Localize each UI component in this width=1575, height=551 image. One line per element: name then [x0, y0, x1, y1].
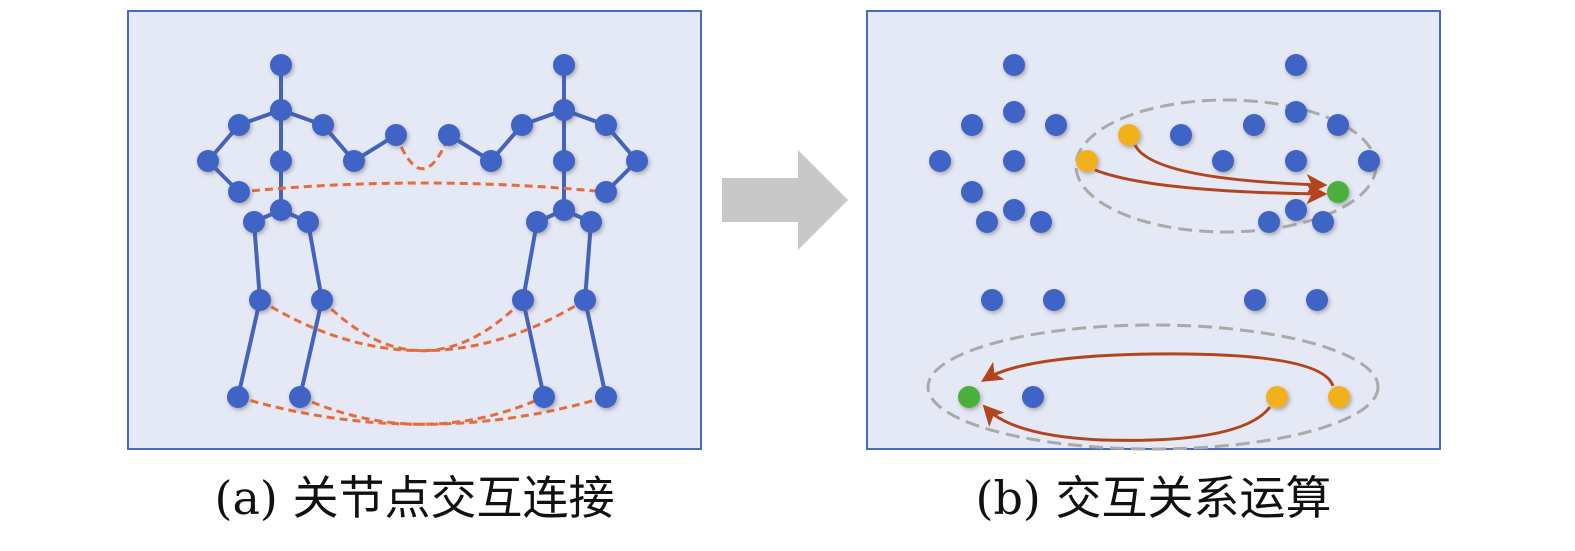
joint-node [512, 289, 534, 311]
query-node [1328, 386, 1350, 408]
joint-node [981, 289, 1003, 311]
joint-node [553, 150, 575, 172]
joint-node [1003, 101, 1025, 123]
joint-node [961, 114, 983, 136]
joint-node [1243, 114, 1265, 136]
joint-node [526, 211, 548, 233]
interaction-link [394, 134, 451, 171]
bone-line [236, 298, 262, 399]
joint-node [553, 199, 575, 221]
joint-node [1043, 289, 1065, 311]
interaction-link [238, 181, 607, 194]
joint-node [438, 124, 460, 146]
joint-node [289, 386, 311, 408]
joint-node [243, 211, 265, 233]
joint-node [1022, 386, 1044, 408]
joint-node [1170, 124, 1192, 146]
joint-node [249, 289, 271, 311]
interaction-link [320, 298, 525, 353]
query-node [1118, 124, 1140, 146]
bone-line [306, 220, 324, 302]
joint-node [228, 114, 250, 136]
group-ellipses [926, 98, 1380, 451]
joint-node [1030, 211, 1052, 233]
joint-node [1312, 211, 1334, 233]
joint-node [270, 99, 292, 121]
joint-node [1003, 54, 1025, 76]
joint-node [595, 181, 617, 203]
caption-b: (b) 交互关系运算 [975, 471, 1332, 525]
joint-node [626, 150, 648, 172]
bone-line [583, 220, 593, 302]
relation-arrow [1094, 168, 1328, 205]
links-group [237, 134, 607, 426]
joint-node [961, 181, 983, 203]
relation-arrow [981, 352, 1335, 387]
skeleton-diagram [197, 54, 648, 426]
joint-node [297, 211, 319, 233]
joint-node [574, 289, 596, 311]
joint-node [976, 211, 998, 233]
interaction-link [237, 395, 607, 426]
joint-node [1285, 101, 1307, 123]
joint-node [1306, 289, 1328, 311]
query-node [1266, 386, 1288, 408]
relation-arrow [982, 404, 1272, 442]
joint-node [553, 99, 575, 121]
relation-arrow [1133, 144, 1328, 195]
joint-node [1258, 211, 1280, 233]
joint-node [1212, 150, 1234, 172]
joint-node [553, 54, 575, 76]
joint-node [270, 54, 292, 76]
target-node [958, 386, 980, 408]
bone-line [252, 220, 262, 302]
target-node [1327, 181, 1349, 203]
joint-node [1285, 54, 1307, 76]
joint-node [385, 124, 407, 146]
panel-joint-interaction [127, 10, 702, 450]
right-arrow-icon [722, 150, 848, 250]
joint-node [595, 114, 617, 136]
caption-a: (a) 关节点交互连接 [214, 471, 615, 525]
joint-node [1285, 150, 1307, 172]
query-node [1076, 150, 1098, 172]
bone-line [583, 298, 608, 399]
bone-line [521, 298, 546, 399]
joint-node [197, 150, 219, 172]
joint-node [312, 114, 334, 136]
interaction-link [259, 298, 586, 353]
joint-node [311, 289, 333, 311]
bone-line [298, 298, 324, 399]
panel-relation-computation [866, 10, 1441, 451]
interaction-link [299, 395, 545, 426]
joint-node [1244, 289, 1266, 311]
joint-node [929, 150, 951, 172]
joint-node [1358, 150, 1380, 172]
joint-node [228, 181, 250, 203]
joint-node [270, 150, 292, 172]
joint-node [1045, 114, 1067, 136]
joint-node [1327, 114, 1349, 136]
relation-diagram [926, 54, 1380, 451]
joints-group [197, 54, 648, 408]
joint-node [580, 211, 602, 233]
relation-arrows [981, 144, 1335, 442]
joint-node [533, 386, 555, 408]
joint-node [595, 386, 617, 408]
bone-line [521, 220, 539, 302]
joint-node [270, 199, 292, 221]
joint-node [343, 150, 365, 172]
joint-node [1285, 199, 1307, 221]
nodes-group [929, 54, 1380, 408]
joint-node [1003, 199, 1025, 221]
joint-node [511, 114, 533, 136]
joint-node [227, 386, 249, 408]
joint-node [480, 150, 502, 172]
group-ellipse-bottom [926, 323, 1380, 451]
joint-node [1003, 150, 1025, 172]
